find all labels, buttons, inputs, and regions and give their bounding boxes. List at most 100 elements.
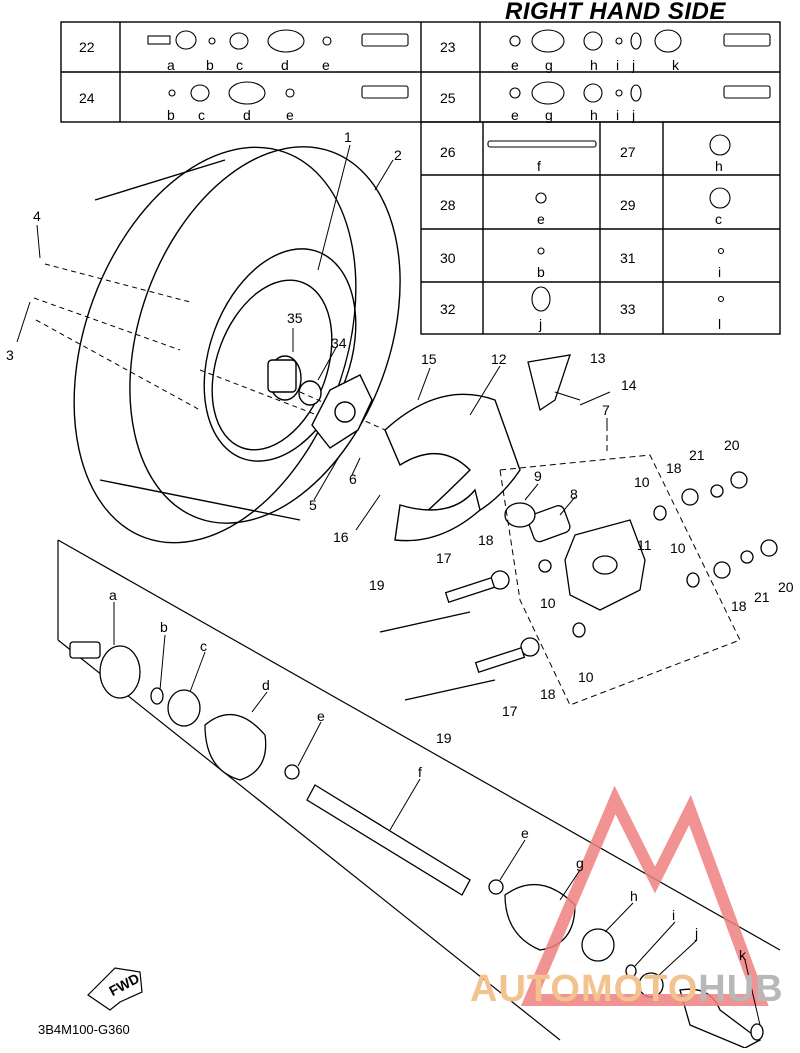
kit-number: 24 xyxy=(79,90,95,106)
callout-17: 17 xyxy=(502,703,518,719)
callout-labels: 1 2 3 4 5 6 7 8 9 10 10 10 10 11 12 13 1… xyxy=(6,129,794,963)
callout-e: e xyxy=(317,708,325,724)
callout-18: 18 xyxy=(540,686,556,702)
callout-7: 7 xyxy=(602,402,610,418)
tire-assembly xyxy=(73,146,401,544)
kit-number: 23 xyxy=(440,39,456,55)
callout-18: 18 xyxy=(731,598,747,614)
callout-19: 19 xyxy=(369,577,385,593)
kit-number: 31 xyxy=(620,250,636,266)
kit-letter: h xyxy=(590,107,598,123)
kit-letter: f xyxy=(537,158,541,174)
callout-18: 18 xyxy=(666,460,682,476)
kit-letter: g xyxy=(545,57,553,73)
callout-11: 11 xyxy=(637,537,652,553)
kit-letter: c xyxy=(715,211,722,227)
kit-letter: b xyxy=(537,264,545,280)
callout-2: 2 xyxy=(394,147,402,163)
callout-8: 8 xyxy=(570,486,578,502)
kit-number: 22 xyxy=(79,39,95,55)
callout-10: 10 xyxy=(578,669,594,685)
kit-letter: i xyxy=(616,107,619,123)
kit-letter: b xyxy=(167,107,175,123)
kit-letter: i xyxy=(718,264,721,280)
callout-leaders xyxy=(16,144,761,1026)
kit-number: 33 xyxy=(620,301,636,317)
callout-9: 9 xyxy=(534,468,542,484)
callout-21: 21 xyxy=(689,447,705,463)
callout-35: 35 xyxy=(287,310,303,326)
callout-14: 14 xyxy=(621,377,637,393)
kit-letter: j xyxy=(538,316,542,332)
driveshaft-frame xyxy=(57,539,781,1041)
callout-19: 19 xyxy=(436,730,452,746)
kit-letter: e xyxy=(286,107,294,123)
watermark-text: AUTOMOTOHUB xyxy=(470,968,784,1011)
kit-letter: h xyxy=(590,57,598,73)
kit-letter: c xyxy=(198,107,205,123)
kit-part-sketches xyxy=(147,29,771,312)
fwd-arrow: FWD xyxy=(87,967,143,1011)
kit-letter: i xyxy=(616,57,619,73)
callout-34: 34 xyxy=(331,335,347,351)
kit-letter: e xyxy=(537,211,545,227)
kit-letter: d xyxy=(243,107,251,123)
figure-code: 3B4M100-G360 xyxy=(38,1022,130,1037)
kit-number: 28 xyxy=(440,197,456,213)
kit-letter: e xyxy=(322,57,330,73)
callout-a: a xyxy=(109,587,117,603)
callout-c: c xyxy=(200,638,207,654)
callout-g: g xyxy=(576,855,584,871)
kit-number: 25 xyxy=(440,90,456,106)
callout-16: 16 xyxy=(333,529,349,545)
callout-3: 3 xyxy=(6,347,14,363)
kit-table xyxy=(60,21,781,335)
kit-letter: b xyxy=(206,57,214,73)
kit-letter: j xyxy=(631,107,635,123)
callout-20: 20 xyxy=(778,579,794,595)
callout-13: 13 xyxy=(590,350,606,366)
callout-h: h xyxy=(630,888,638,904)
callout-5: 5 xyxy=(309,497,317,513)
callout-10: 10 xyxy=(634,474,650,490)
kit-number: 29 xyxy=(620,197,636,213)
callout-b: b xyxy=(160,619,168,635)
kit-letter: g xyxy=(545,107,553,123)
callout-f: f xyxy=(418,764,422,780)
callout-i: i xyxy=(672,907,675,923)
kit-letter: e xyxy=(511,57,519,73)
kit-number: 27 xyxy=(620,144,636,160)
callout-k: k xyxy=(739,947,747,963)
knuckle-assembly xyxy=(379,354,778,701)
callout-21: 21 xyxy=(754,589,770,605)
callout-20: 20 xyxy=(724,437,740,453)
watermark-part2: HUB xyxy=(698,968,784,1010)
kit-number: 32 xyxy=(440,301,456,317)
kit-number: 26 xyxy=(440,144,456,160)
kit-letter: d xyxy=(281,57,289,73)
callout-j: j xyxy=(694,925,698,941)
callout-d: d xyxy=(262,677,270,693)
callout-17: 17 xyxy=(436,550,452,566)
watermark-part1: AUTOMOTO xyxy=(470,968,699,1010)
watermark-logo xyxy=(520,785,769,1006)
kit-number: 30 xyxy=(440,250,456,266)
kit-letter: c xyxy=(236,57,243,73)
callout-10: 10 xyxy=(540,595,556,611)
callout-1: 1 xyxy=(344,129,352,145)
callout-12: 12 xyxy=(491,351,507,367)
leader-dashes xyxy=(33,263,431,451)
hub-and-disc xyxy=(311,374,521,542)
kit-letter: k xyxy=(672,57,680,73)
diagram-title: RIGHT HAND SIDE xyxy=(505,0,726,25)
callout-15: 15 xyxy=(421,351,437,367)
callout-4: 4 xyxy=(33,208,41,224)
callout-e: e xyxy=(521,825,529,841)
callout-18: 18 xyxy=(478,532,494,548)
kit-table-text: 22 24 23 25 a b c d e e g h i j k b c d … xyxy=(79,39,723,332)
kit-letter: a xyxy=(167,57,175,73)
kit-letter: h xyxy=(715,158,723,174)
callout-10: 10 xyxy=(670,540,686,556)
